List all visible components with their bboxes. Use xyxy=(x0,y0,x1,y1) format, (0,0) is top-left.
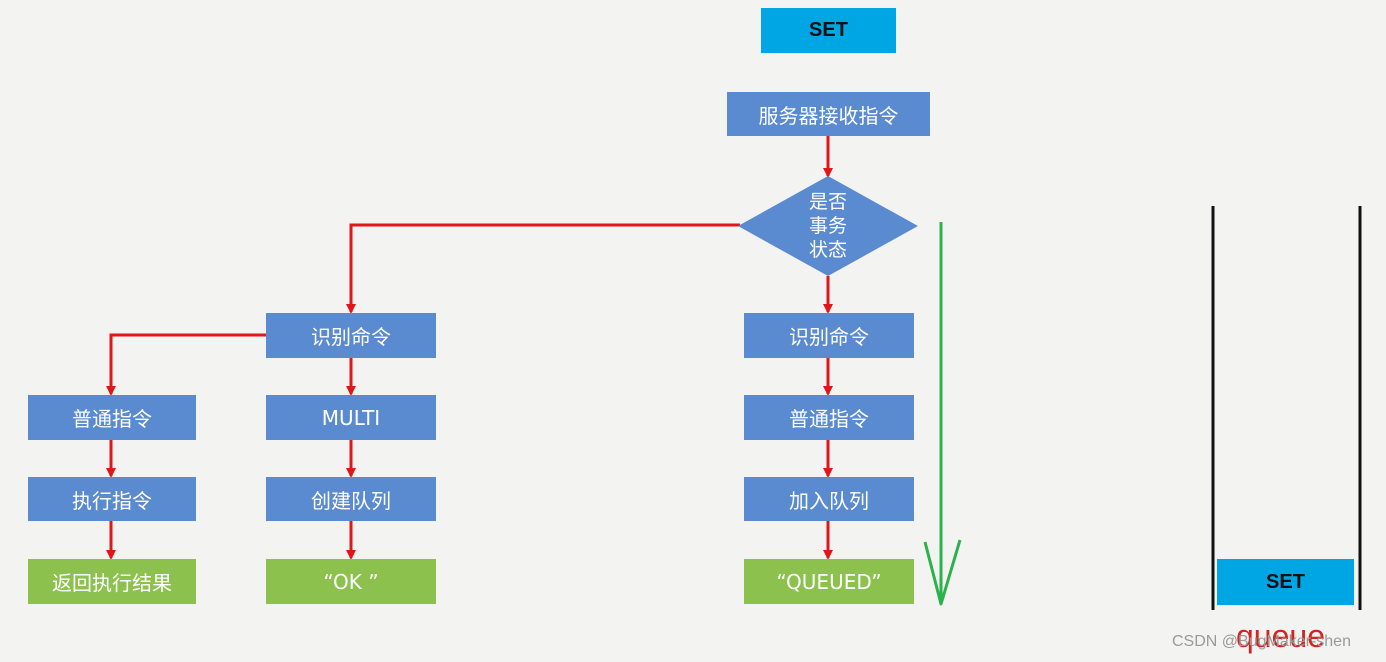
create-queue-box: 创建队列 xyxy=(266,477,436,521)
decision-diamond xyxy=(738,176,918,276)
decision-line-1: 是否 xyxy=(808,191,847,213)
arrow-decision-to-left-identify xyxy=(346,223,740,314)
server-receive-box: 服务器接收指令 xyxy=(727,92,930,136)
arrow-identify-to-normal xyxy=(106,333,266,396)
left-identify-box: 识别命令 xyxy=(266,313,436,358)
normal-command-box: 普通指令 xyxy=(28,395,196,440)
queue-label: queue xyxy=(1236,618,1325,654)
ok-box: “OK ” xyxy=(266,559,436,604)
top-set-box: SET xyxy=(761,8,896,53)
right-identify-box: 识别命令 xyxy=(744,313,914,358)
queue-set-item: SET xyxy=(1217,559,1354,605)
decision-label: 是否 事务 状态 xyxy=(768,186,888,266)
right-normal-command-box: 普通指令 xyxy=(744,395,914,440)
return-result-box: 返回执行结果 xyxy=(28,559,196,604)
direction-arrow-head xyxy=(923,539,962,606)
decision-line-3: 状态 xyxy=(808,239,847,261)
enqueue-box: 加入队列 xyxy=(744,477,914,521)
multi-box: MULTI xyxy=(266,395,436,440)
execute-command-box: 执行指令 xyxy=(28,477,196,521)
watermark: CSDN @BugMaker-shen xyxy=(1172,633,1351,650)
queued-box: “QUEUED” xyxy=(744,559,914,604)
decision-line-2: 事务 xyxy=(808,215,847,237)
